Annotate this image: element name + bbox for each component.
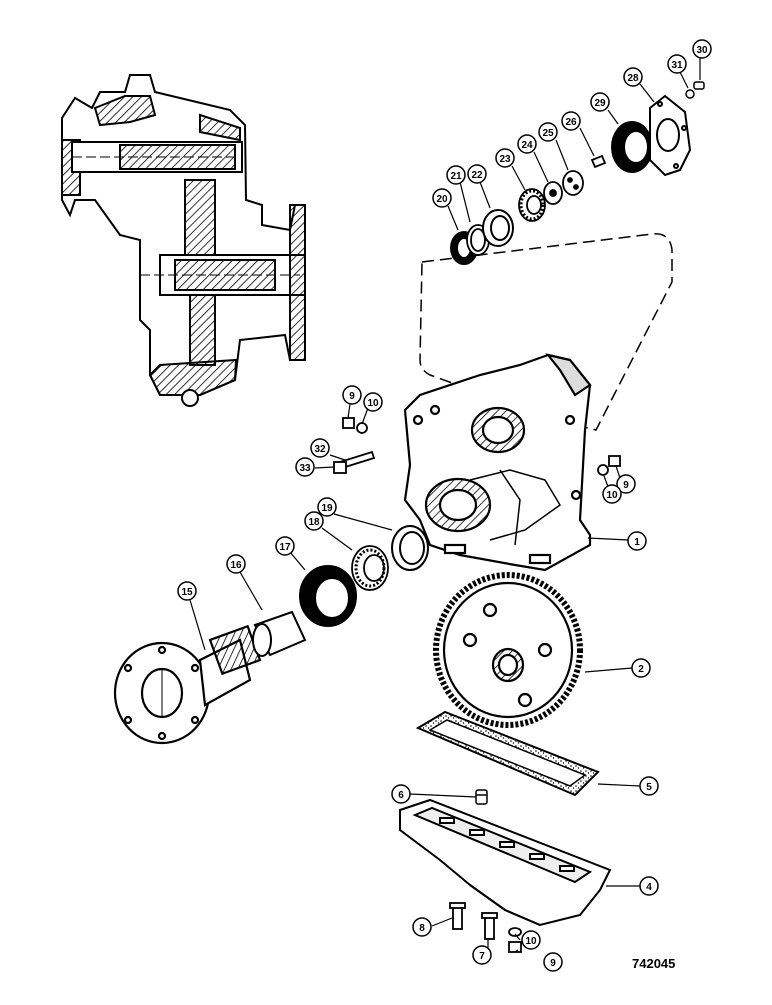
callout-24: 24 xyxy=(517,134,537,154)
cup-part-22 xyxy=(482,209,514,247)
bearing-part-18 xyxy=(351,545,389,591)
callout-label: 25 xyxy=(542,128,554,139)
dashed-outline xyxy=(419,233,673,431)
sleeve-part-16 xyxy=(252,610,307,657)
callout-label: 19 xyxy=(321,503,333,514)
callout-31: 31 xyxy=(667,54,687,74)
washer-part-31 xyxy=(685,89,695,99)
callout-label: 7 xyxy=(479,951,485,962)
callout-8: 8 xyxy=(412,917,432,937)
gasket-part-5 xyxy=(415,710,600,797)
callout-label: 20 xyxy=(436,194,448,205)
callout-2: 2 xyxy=(631,658,651,678)
callout-label: 29 xyxy=(594,98,606,109)
callout-label: 9 xyxy=(623,480,629,491)
plate-part-25 xyxy=(562,170,584,196)
gear-part-2 xyxy=(433,572,583,728)
nut-part-33 xyxy=(333,461,347,474)
callout-28: 28 xyxy=(623,67,643,87)
callout-label: 9 xyxy=(349,391,355,402)
callout-18: 18 xyxy=(304,511,324,531)
callout-label: 23 xyxy=(499,154,511,165)
callout-10-lower: 10 xyxy=(521,930,541,950)
callout-label: 10 xyxy=(606,490,618,501)
callout-22: 22 xyxy=(467,164,487,184)
callout-16: 16 xyxy=(226,554,246,574)
callout-label: 31 xyxy=(671,60,683,71)
washer-part-10-right xyxy=(597,464,609,476)
callout-7: 7 xyxy=(472,945,492,965)
callout-label: 21 xyxy=(450,171,462,182)
callout-label: 22 xyxy=(471,170,483,181)
bolt-part-7 xyxy=(481,912,498,940)
bolt-part-26 xyxy=(590,154,607,169)
callout-label: 24 xyxy=(521,140,533,151)
figure-id: 742045 xyxy=(632,956,675,971)
housing-part-1 xyxy=(403,353,592,572)
callout-6: 6 xyxy=(391,784,411,804)
nut-part-9-upper xyxy=(342,417,355,429)
callout-label: 18 xyxy=(308,517,320,528)
callout-label: 32 xyxy=(314,444,326,455)
callout-label: 30 xyxy=(696,45,708,56)
callout-5: 5 xyxy=(639,776,659,796)
callout-23: 23 xyxy=(495,148,515,168)
callout-29: 29 xyxy=(590,92,610,112)
oil-pan-part-4 xyxy=(399,798,612,927)
callout-10-upper: 10 xyxy=(363,392,383,412)
cover-part-28 xyxy=(649,94,692,177)
plug-part-6 xyxy=(475,789,488,805)
callout-30: 30 xyxy=(692,39,712,59)
callout-15: 15 xyxy=(177,581,197,601)
seal-part-29 xyxy=(611,121,653,173)
callout-19: 19 xyxy=(317,497,337,517)
bolt-part-8 xyxy=(449,902,466,930)
nut-part-9-lower xyxy=(508,941,522,953)
nut-part-9-right xyxy=(608,455,621,467)
callout-9-right: 9 xyxy=(616,474,636,494)
callout-32: 32 xyxy=(310,438,330,458)
callout-label: 15 xyxy=(181,587,193,598)
washer-part-10-upper xyxy=(356,422,368,434)
bolt-part-30 xyxy=(693,81,705,90)
callout-label: 9 xyxy=(550,958,556,969)
callout-20: 20 xyxy=(432,188,452,208)
callout-label: 2 xyxy=(638,664,644,675)
callout-17: 17 xyxy=(275,536,295,556)
callout-label: 16 xyxy=(230,560,242,571)
callout-10-right: 10 xyxy=(602,484,622,504)
leader-lines xyxy=(189,58,701,953)
callout-label: 4 xyxy=(646,882,652,893)
callout-26: 26 xyxy=(561,111,581,131)
callout-label: 26 xyxy=(565,117,577,128)
seal-part-17 xyxy=(299,565,357,627)
callout-label: 28 xyxy=(627,73,639,84)
cup-part-19 xyxy=(391,525,429,571)
callout-label: 10 xyxy=(525,936,537,947)
callout-label: 6 xyxy=(398,790,404,801)
callout-33: 33 xyxy=(295,457,315,477)
callout-label: 33 xyxy=(299,463,311,474)
callout-25: 25 xyxy=(538,122,558,142)
callout-label: 5 xyxy=(646,782,652,793)
washer-part-24 xyxy=(543,181,563,205)
washer-part-10-lower xyxy=(508,927,522,937)
callout-4: 4 xyxy=(639,876,659,896)
callout-label: 8 xyxy=(419,923,425,934)
callout-21: 21 xyxy=(446,165,466,185)
sectional-view xyxy=(61,74,306,407)
callout-9-upper: 9 xyxy=(342,385,362,405)
callout-9-lower: 9 xyxy=(543,952,563,972)
bearing-part-23 xyxy=(518,188,546,222)
callout-label: 1 xyxy=(634,537,640,548)
callout-1: 1 xyxy=(627,531,647,551)
callout-label: 17 xyxy=(279,542,291,553)
flanged-shaft-part-15 xyxy=(113,624,262,745)
callout-label: 10 xyxy=(367,398,379,409)
